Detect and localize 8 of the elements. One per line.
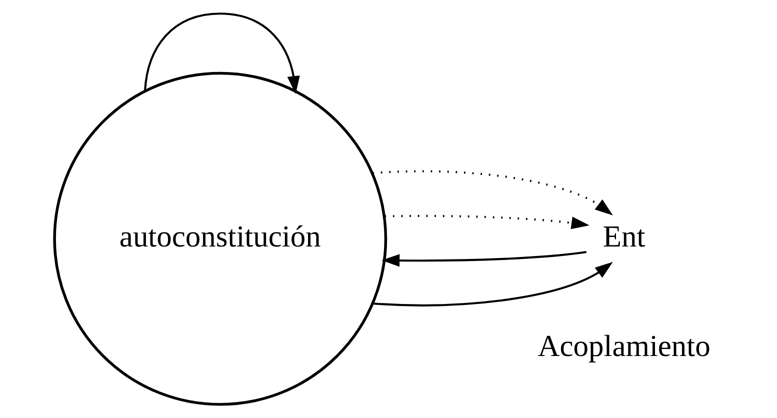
arrow xyxy=(384,214,590,230)
node-circle: autoconstitución xyxy=(53,72,388,406)
arrow xyxy=(144,12,300,94)
label: Acoplamiento xyxy=(538,329,710,364)
node-text: Ent xyxy=(602,220,646,254)
arrow xyxy=(382,250,586,267)
arrow xyxy=(372,262,613,306)
arrow xyxy=(372,170,613,216)
